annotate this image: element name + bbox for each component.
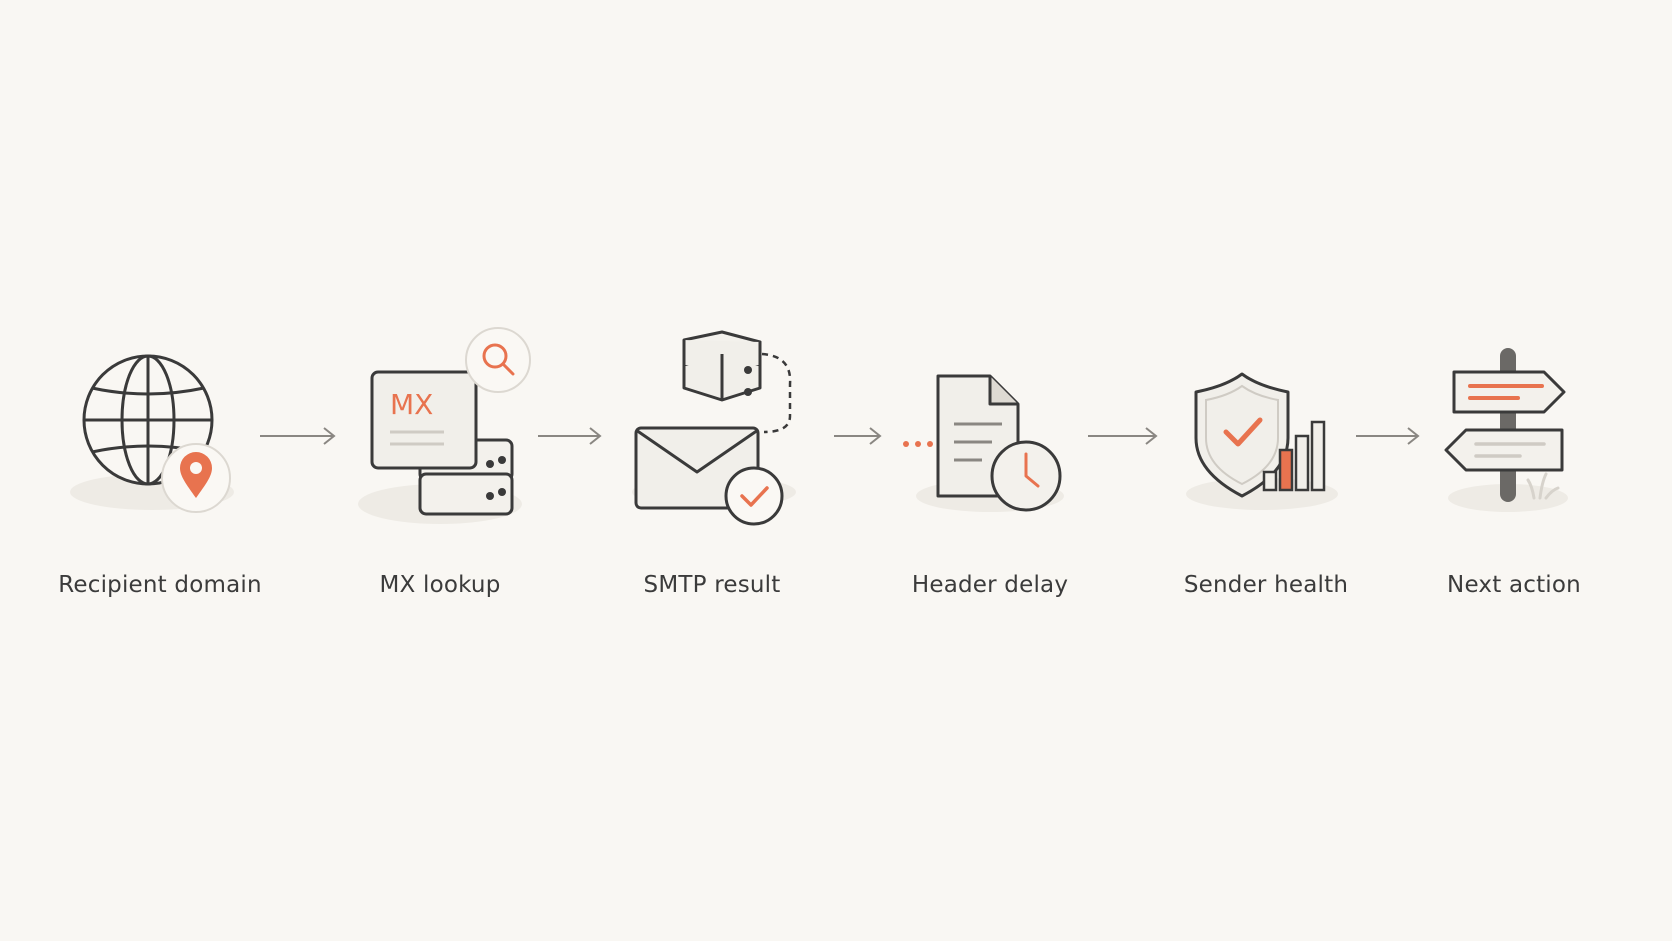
step-header-delay: Header delay: [870, 320, 1110, 620]
step-next-action: Next action: [1394, 320, 1634, 620]
document-clock-icon: [903, 374, 1064, 512]
step-label: Sender health: [1183, 572, 1349, 598]
mx-record-search-icon: MX: [358, 327, 531, 524]
step-recipient-domain: Recipient domain: [40, 320, 280, 620]
arrow-icon: [260, 427, 336, 445]
step-sender-health: Sender health: [1146, 320, 1386, 620]
arrow-icon: [1088, 427, 1158, 445]
shield-check-bar-chart-icon: [1186, 372, 1338, 510]
step-mx-lookup: MX MX lookup: [320, 320, 560, 620]
arrow-icon: [834, 427, 882, 445]
step-smtp-result: SMTP result: [592, 320, 832, 620]
step-label: MX lookup: [379, 572, 501, 598]
globe-with-location-pin-icon: [70, 354, 234, 513]
signpost-icon: [1444, 348, 1568, 512]
step-label: Header delay: [911, 572, 1069, 598]
step-label: Recipient domain: [58, 572, 262, 598]
step-label: SMTP result: [643, 572, 781, 598]
arrow-icon: [1356, 427, 1420, 445]
mx-badge-text: MX: [390, 388, 433, 421]
step-label: Next action: [1447, 572, 1581, 598]
envelope-server-check-icon: [632, 330, 796, 526]
arrow-icon: [538, 427, 602, 445]
